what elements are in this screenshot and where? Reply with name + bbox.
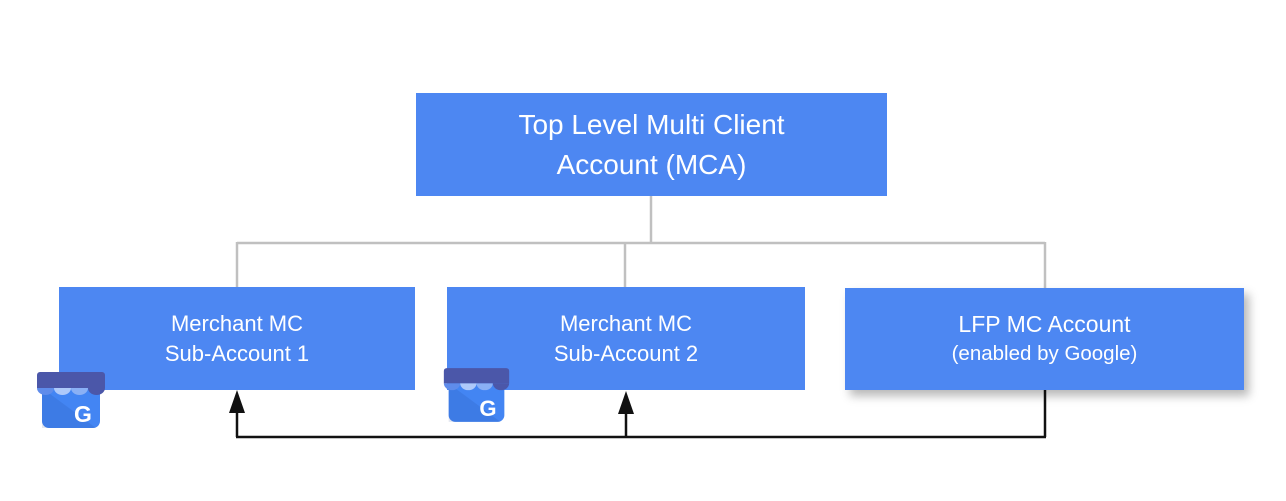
awning-scallop-1 — [443, 383, 461, 391]
node-merchant-sub-account-1: Merchant MC Sub-Account 1 — [59, 287, 415, 390]
tree-connectors — [235, 196, 1047, 289]
awning-scallop-1 — [37, 388, 54, 395]
lfp-label-line2: (enabled by Google) — [951, 342, 1138, 365]
storefront-shade — [448, 383, 501, 422]
storefront-shade — [42, 388, 96, 428]
storefront-body — [448, 379, 505, 422]
google-business-profile-icon: G — [443, 368, 510, 422]
node-top-level-mca: Top Level Multi Client Account (MCA) — [416, 93, 887, 196]
awning-scallop-3 — [71, 388, 88, 395]
sub2-label-line2: Sub-Account 2 — [553, 340, 699, 366]
google-business-profile-icon: G — [37, 372, 105, 428]
arrowheads — [229, 390, 634, 414]
awning-scallop-2 — [54, 388, 71, 395]
mca-label-line2: Account (MCA) — [556, 148, 747, 180]
arrowhead-to-sub2 — [618, 391, 634, 414]
awning-band — [443, 368, 510, 384]
awning-band — [37, 372, 105, 388]
lfp-label-line1: LFP MC Account — [958, 311, 1131, 337]
icon-g-letter: G — [479, 396, 496, 421]
storefront-body — [42, 384, 100, 428]
mca-label-line1: Top Level Multi Client — [518, 108, 785, 140]
awning-scallop-3 — [476, 383, 493, 391]
awning-scallop-2 — [460, 383, 477, 391]
sub1-label-line2: Sub-Account 1 — [164, 340, 310, 366]
feed-connectors — [235, 390, 1047, 439]
arrowhead-to-sub1 — [229, 390, 245, 413]
sub2-label-line1: Merchant MC — [559, 310, 693, 336]
node-lfp-mc-account: LFP MC Account (enabled by Google) — [845, 288, 1244, 390]
awning-scallop-4 — [88, 388, 105, 395]
icon-g-letter: G — [74, 401, 92, 427]
awning-scallop-4 — [492, 383, 510, 391]
sub1-label-line1: Merchant MC — [170, 310, 304, 336]
